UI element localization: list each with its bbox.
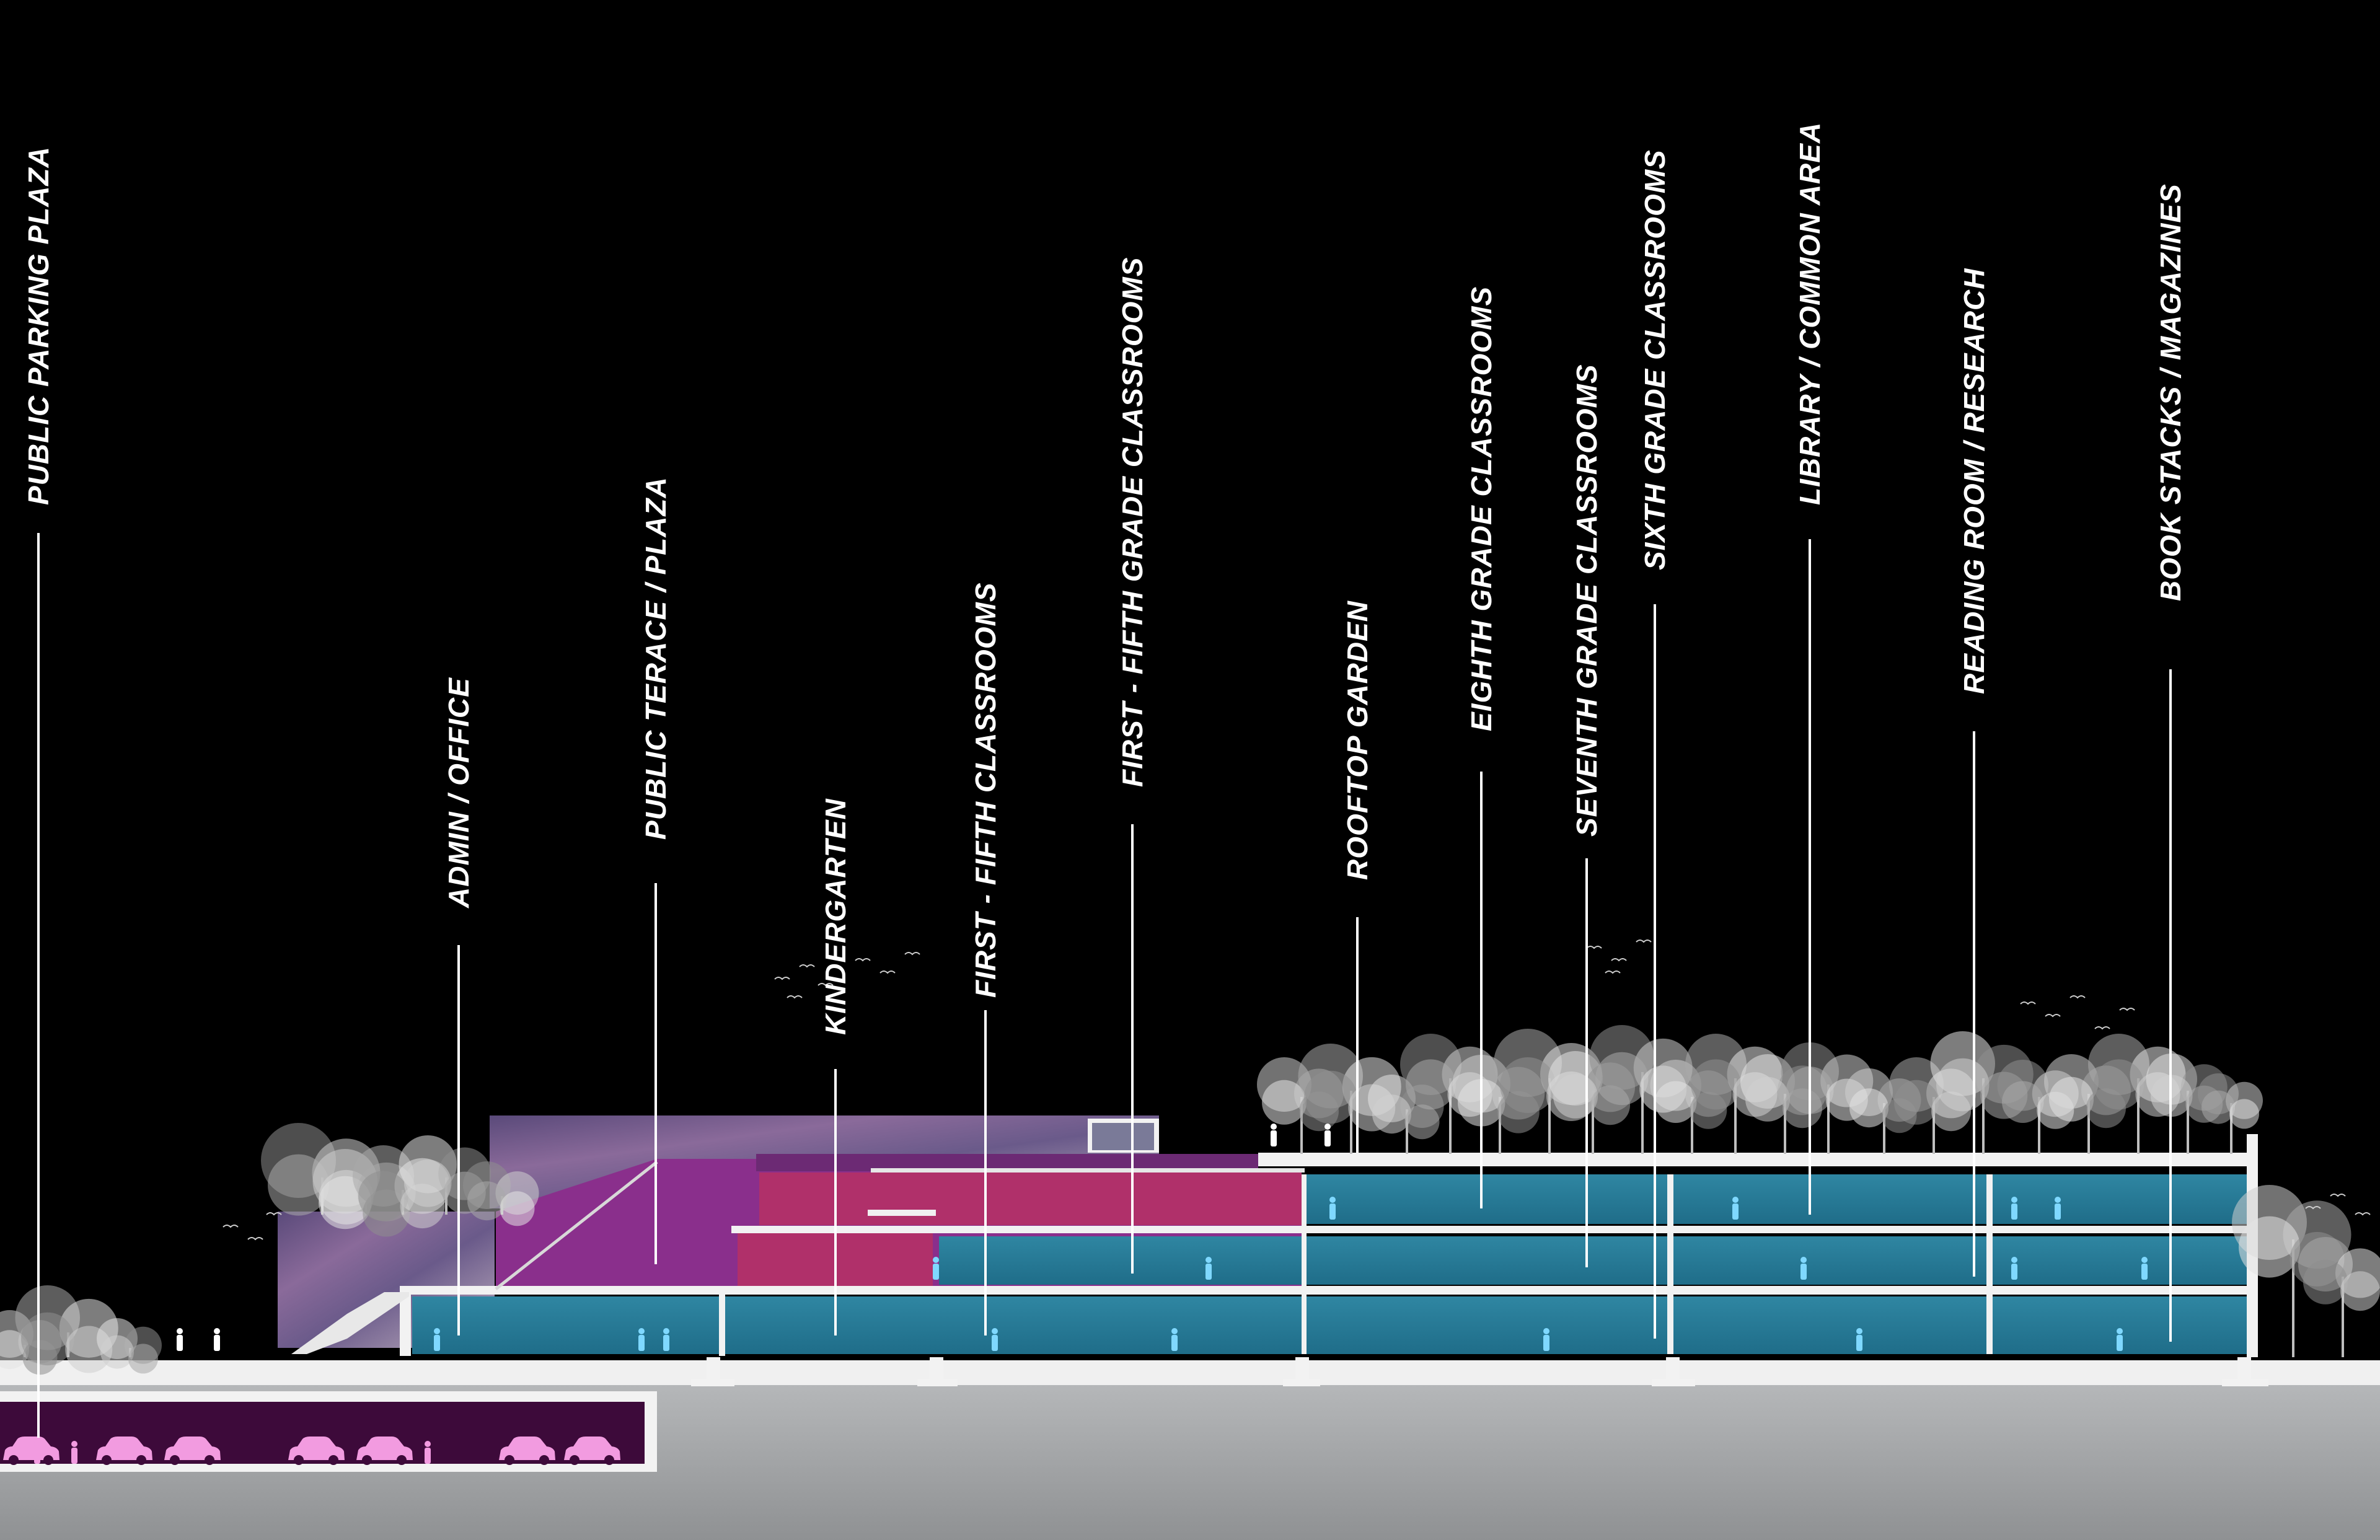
label-admin-office: ADMIN / OFFICE	[443, 677, 475, 1335]
car-icon	[96, 1437, 152, 1465]
car-icon	[499, 1437, 555, 1465]
bird-icon	[879, 970, 896, 974]
person-icon	[1171, 1328, 1178, 1351]
person-icon	[2117, 1328, 2123, 1351]
label-text: EIGHTH GRADE CLASSROOMS	[1465, 286, 1497, 731]
person-icon	[71, 1441, 77, 1464]
bird-icon	[818, 983, 834, 987]
label-text: FIRST - FIFTH CLASSROOMS	[969, 582, 1002, 998]
label-text: SIXTH GRADE CLASSROOMS	[1639, 149, 1671, 570]
car-icon	[288, 1437, 345, 1465]
label-book-stacks-magazines: BOOK STACKS / MAGAZINES	[2154, 183, 2187, 1342]
person-icon	[1732, 1197, 1739, 1220]
person-icon	[1271, 1124, 1277, 1146]
label-text: SEVENTH GRADE CLASSROOMS	[1571, 364, 1603, 837]
person-icon	[2011, 1197, 2017, 1220]
roof-slab	[1258, 1153, 2250, 1166]
label-library-common-area: LIBRARY / COMMON AREA	[1794, 122, 1826, 1215]
label-public-terace-plaza: PUBLIC TERACE / PLAZA	[640, 477, 672, 1264]
building	[278, 1115, 2268, 1386]
person-icon	[2141, 1257, 2148, 1280]
trees	[0, 1025, 2380, 1375]
person-icon	[425, 1441, 431, 1464]
person-icon	[214, 1328, 220, 1351]
bird-icon	[1611, 958, 1627, 962]
bird-icon	[2020, 1001, 2036, 1005]
person-icon	[177, 1328, 183, 1351]
people	[34, 1124, 2148, 1464]
car-icon	[564, 1437, 620, 1465]
label-reading-room-research: READING ROOM / RESEARCH	[1958, 268, 1990, 1277]
floor-3-classrooms	[1305, 1174, 2247, 1224]
car-icon	[356, 1437, 413, 1465]
label-text: PUBLIC PARKING PLAZA	[22, 146, 55, 505]
label-text: ADMIN / OFFICE	[443, 677, 475, 909]
label-first-fifth-grade-classrooms: FIRST - FIFTH GRADE CLASSROOMS	[1116, 257, 1148, 1274]
person-icon	[1800, 1257, 1807, 1280]
label-text: KINDERGARTEN	[819, 798, 852, 1035]
bird-icon	[2069, 995, 2086, 999]
bird-icon	[266, 1212, 282, 1216]
floor-1-classrooms	[412, 1296, 2247, 1354]
label-text: ROOFTOP GARDEN	[1341, 601, 1373, 880]
label-text: LIBRARY / COMMON AREA	[1794, 122, 1826, 505]
ground-slab	[0, 1360, 2380, 1385]
bird-icon	[2045, 1014, 2061, 1018]
bird-icon	[2305, 1206, 2321, 1210]
label-sixth-grade-classrooms: SIXTH GRADE CLASSROOMS	[1639, 149, 1671, 1339]
person-icon	[663, 1328, 669, 1351]
tree-icon	[15, 1285, 118, 1373]
person-icon	[933, 1257, 939, 1280]
person-icon	[34, 1441, 40, 1464]
bird-icon	[904, 952, 920, 956]
label-text: FIRST - FIFTH GRADE CLASSROOMS	[1116, 257, 1148, 787]
tree-icon	[2298, 1237, 2380, 1357]
tree-icon	[463, 1161, 539, 1226]
person-icon	[1205, 1257, 1212, 1280]
bird-icon	[2330, 1194, 2346, 1197]
terrace-stair	[291, 1292, 409, 1354]
parked-cars	[3, 1437, 620, 1465]
bird-icon	[2094, 1026, 2110, 1030]
person-icon	[992, 1328, 998, 1351]
bird-icon	[223, 1225, 239, 1228]
kindergarten-upper	[759, 1173, 1302, 1225]
person-icon	[638, 1328, 645, 1351]
bird-icon	[799, 964, 815, 968]
label-seventh-grade-classrooms: SEVENTH GRADE CLASSROOMS	[1571, 364, 1603, 1267]
person-icon	[2011, 1257, 2017, 1280]
floor-2-classrooms	[939, 1236, 2247, 1285]
bird-icon	[1586, 946, 1602, 949]
car-icon	[3, 1437, 60, 1465]
label-first-fifth-classrooms: FIRST - FIFTH CLASSROOMS	[969, 582, 1002, 1335]
label-rooftop-garden: ROOFTOP GARDEN	[1341, 601, 1373, 1153]
label-text: READING ROOM / RESEARCH	[1958, 268, 1990, 694]
tree-icon	[97, 1318, 162, 1374]
bird-icon	[1636, 939, 1652, 943]
person-icon	[1329, 1197, 1336, 1220]
person-icon	[2055, 1197, 2061, 1220]
bird-icon	[855, 958, 871, 962]
label-kindergarten: KINDERGARTEN	[819, 798, 852, 1335]
label-public-parking-plaza: PUBLIC PARKING PLAZA	[22, 146, 55, 1438]
person-icon	[1324, 1124, 1331, 1146]
terrace-stair-rail	[495, 1161, 658, 1290]
label-eighth-grade-classrooms: EIGHTH GRADE CLASSROOMS	[1465, 286, 1497, 1208]
label-text: BOOK STACKS / MAGAZINES	[2154, 183, 2187, 601]
bird-icon	[774, 977, 790, 980]
bird-icon	[1605, 970, 1621, 974]
label-text: PUBLIC TERACE / PLAZA	[640, 477, 672, 840]
bird-icon	[2355, 1212, 2371, 1216]
bird-icon	[2119, 1008, 2135, 1011]
person-icon	[1856, 1328, 1862, 1351]
bird-icon	[247, 1237, 263, 1241]
bird-icon	[787, 995, 803, 999]
person-icon	[1543, 1328, 1549, 1351]
birds	[223, 939, 2371, 1241]
tree-icon	[1368, 1075, 1444, 1154]
person-icon	[434, 1328, 440, 1351]
tree-icon	[2198, 1073, 2263, 1154]
car-icon	[164, 1437, 221, 1465]
